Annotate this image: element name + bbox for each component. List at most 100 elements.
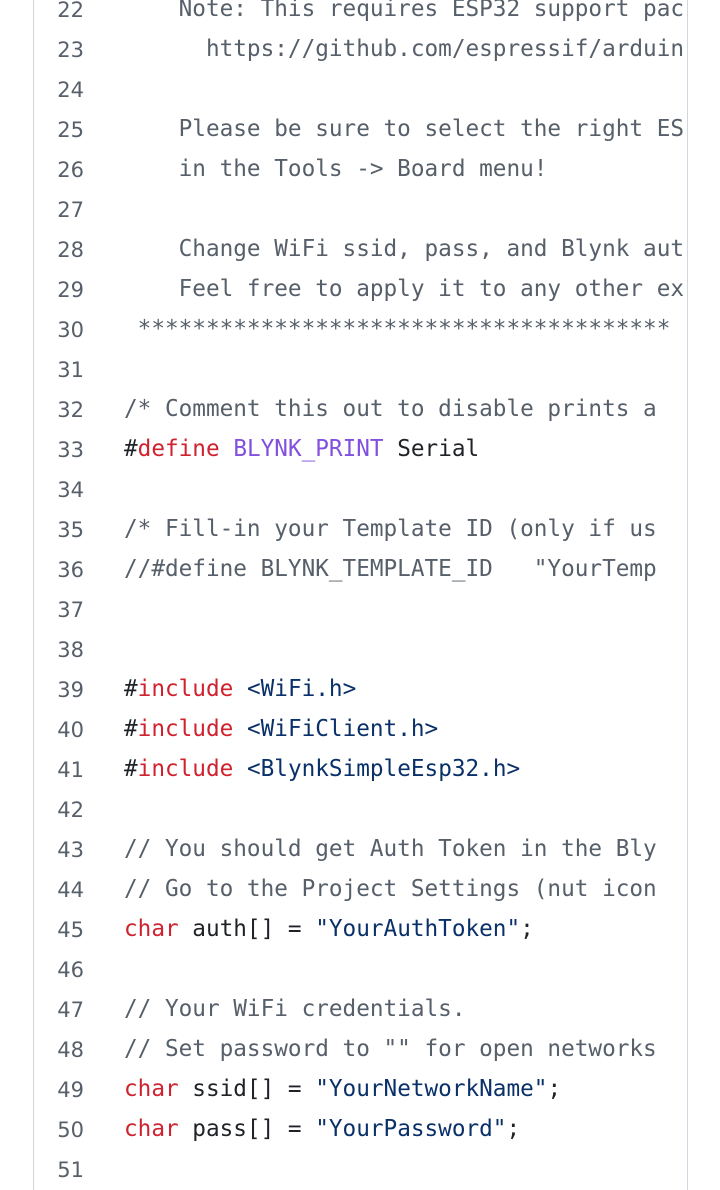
line-number[interactable]: 36 [57,558,84,582]
code-text: Serial [383,436,480,462]
code-line: 29 Feel free to apply it to any other ex [34,270,687,310]
code-viewer: 22 Note: This requires ESP32 support pac… [33,0,688,1190]
code-content: https://github.com/espressif/arduin [124,36,684,62]
line-number[interactable]: 51 [57,1158,84,1182]
line-number[interactable]: 45 [57,918,84,942]
code-line: 27 [34,190,687,230]
line-number[interactable]: 47 [57,998,84,1022]
line-number[interactable]: 26 [57,158,84,182]
code-text [233,756,247,782]
code-content: *************************************** [124,316,671,342]
code-line: 32 /* Comment this out to disable prints … [34,390,687,430]
code-comment: //#define BLYNK_TEMPLATE_ID "YourTemp [124,556,657,582]
code-comment: in the Tools -> Board menu! [124,156,548,182]
line-number[interactable]: 39 [57,678,84,702]
code-line: 30 *************************************… [34,310,687,350]
line-number[interactable]: 27 [57,198,84,222]
code-keyword: include [137,676,234,702]
code-line: 23 https://github.com/espressif/arduin [34,30,687,70]
code-text [220,436,234,462]
code-string: "YourNetworkName" [315,1076,548,1102]
code-line: 36 //#define BLYNK_TEMPLATE_ID "YourTemp [34,550,687,590]
code-text: ; [520,916,534,942]
line-number[interactable]: 23 [57,38,84,62]
code-comment: Please be sure to select the right ES [124,116,685,142]
code-line: 44 // Go to the Project Settings (nut ico… [34,870,687,910]
line-number[interactable]: 33 [57,438,84,462]
code-line: 35 /* Fill-in your Template ID (only if u… [34,510,687,550]
code-line: 46 [34,950,687,990]
code-text: ssid[] = [178,1076,316,1102]
code-line: 47 // Your WiFi credentials. [34,990,687,1030]
code-line: 48 // Set password to "" for open network… [34,1030,687,1070]
code-content: // Set password to "" for open networks [124,1036,657,1062]
code-line: 24 [34,70,687,110]
line-number[interactable]: 24 [57,78,84,102]
code-keyword: char [124,1116,179,1142]
code-line: 37 [34,590,687,630]
code-comment: /* Comment this out to disable prints a [124,396,657,422]
code-content: /* Comment this out to disable prints a [124,396,657,422]
code-comment: Note: This requires ESP32 support pac [124,0,685,22]
code-content: Please be sure to select the right ES [124,116,684,142]
line-number[interactable]: 42 [57,798,84,822]
line-number[interactable]: 31 [57,358,84,382]
line-number[interactable]: 48 [57,1038,84,1062]
line-number[interactable]: 50 [57,1118,84,1142]
code-text: pass[] = [178,1116,316,1142]
code-content: char pass[] = "YourPassword"; [124,1116,520,1142]
code-macro: BLYNK_PRINT [233,436,384,462]
code-text: ; [506,1116,521,1142]
code-content: #include <BlynkSimpleEsp32.h> [124,756,520,782]
code-string: "YourAuthToken" [315,916,521,942]
line-number[interactable]: 29 [57,278,84,302]
line-number[interactable]: 32 [57,398,84,422]
code-text: # [124,436,138,462]
code-line: 43 // You should get Auth Token in the Bl… [34,830,687,870]
code-text: # [124,716,138,742]
code-line: 26 in the Tools -> Board menu! [34,150,687,190]
code-keyword: char [124,916,179,942]
code-line: 28 Change WiFi ssid, pass, and Blynk aut [34,230,687,270]
line-number[interactable]: 28 [57,238,84,262]
code-line: 22 Note: This requires ESP32 support pac [34,0,687,30]
code-text: # [124,756,138,782]
code-string: <WiFi.h> [246,676,357,702]
code-line: 33 #define BLYNK_PRINT Serial [34,430,687,470]
code-text: ; [547,1076,562,1102]
code-content: //#define BLYNK_TEMPLATE_ID "YourTemp [124,556,657,582]
line-number[interactable]: 30 [57,318,84,342]
code-content: // Your WiFi credentials. [124,996,465,1022]
line-number[interactable]: 40 [57,718,84,742]
code-string: "YourPassword" [315,1116,507,1142]
code-comment: // Go to the Project Settings (nut icon [124,876,657,902]
line-number[interactable]: 41 [57,758,84,782]
line-number[interactable]: 34 [57,478,84,502]
line-number[interactable]: 46 [57,958,84,982]
code-line: 41 #include <BlynkSimpleEsp32.h> [34,750,687,790]
code-line: 34 [34,470,687,510]
code-line: 50 char pass[] = "YourPassword"; [34,1110,687,1150]
code-content: Feel free to apply it to any other ex [124,276,684,302]
code-content: // You should get Auth Token in the Bly [124,836,657,862]
line-number[interactable]: 35 [57,518,84,542]
code-text [233,716,247,742]
line-number[interactable]: 38 [57,638,84,662]
line-number[interactable]: 49 [57,1078,84,1102]
code-keyword: define [137,436,220,462]
code-content: char ssid[] = "YourNetworkName"; [124,1076,561,1102]
line-number[interactable]: 25 [57,118,84,142]
line-number[interactable]: 37 [57,598,84,622]
code-text: # [124,676,138,702]
line-number[interactable]: 22 [57,0,84,22]
code-content: // Go to the Project Settings (nut icon [124,876,657,902]
code-keyword: char [124,1076,179,1102]
code-line: 42 [34,790,687,830]
code-content: /* Fill-in your Template ID (only if us [124,516,657,542]
code-comment: Feel free to apply it to any other ex [124,276,685,302]
code-content: #define BLYNK_PRINT Serial [124,436,479,462]
code-line: 40#include <WiFiClient.h> [34,710,687,750]
line-number[interactable]: 44 [57,878,84,902]
code-comment: // Your WiFi credentials. [124,996,466,1022]
line-number[interactable]: 43 [57,838,84,862]
